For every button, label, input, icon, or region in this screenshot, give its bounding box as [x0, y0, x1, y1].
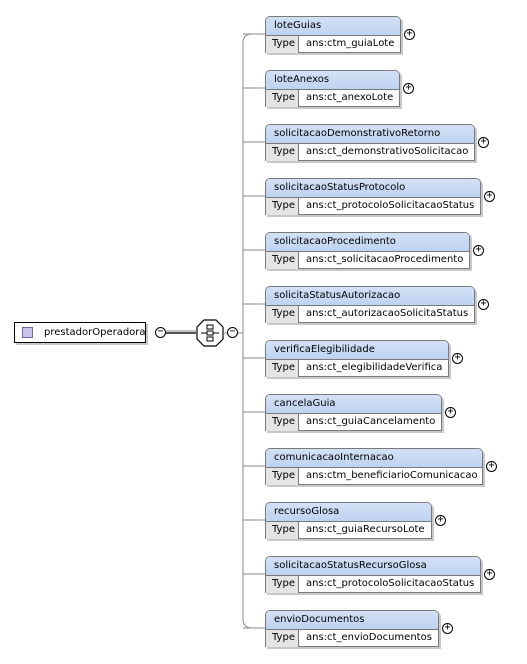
type-value: ans:ct_solicitacaoProcedimento	[306, 254, 464, 265]
expand-toggle-icon[interactable]: +	[442, 623, 453, 634]
child-element-type-row: Type ans:ct_demonstrativoSolicitacao	[266, 144, 474, 161]
type-value: ans:ct_guiaRecursoLote	[306, 524, 425, 535]
type-key-label: Type	[266, 144, 299, 161]
type-value: ans:ct_protocoloSolicitacaoStatus	[306, 578, 475, 589]
child-element-type-row: Type ans:ct_elegibilidadeVerifica	[266, 360, 448, 377]
type-value: ans:ct_envioDocumentos	[306, 632, 432, 643]
child-element-type-row: Type ans:ctm_guiaLote	[266, 36, 400, 53]
expand-toggle-icon[interactable]: +	[484, 191, 495, 202]
expand-toggle-icon[interactable]: +	[484, 569, 495, 580]
type-value: ans:ctm_beneficiarioComunicacao	[306, 470, 478, 481]
expand-toggle-icon[interactable]: +	[478, 299, 489, 310]
child-element-type-row: Type ans:ct_guiaCancelamento	[266, 414, 441, 431]
child-element-name: solicitacaoStatusRecursoGlosa	[266, 557, 480, 576]
root-element-box[interactable]: prestadorOperadora	[14, 322, 146, 343]
expand-toggle-icon[interactable]: +	[435, 515, 446, 526]
type-value: ans:ct_guiaCancelamento	[306, 416, 436, 427]
expand-toggle-icon[interactable]: +	[478, 137, 489, 148]
child-element-type-row: Type ans:ct_solicitacaoProcedimento	[266, 252, 469, 269]
type-value: ans:ct_demonstrativoSolicitacao	[306, 146, 469, 157]
child-element-type-row: Type ans:ct_anexoLote	[266, 90, 399, 107]
type-key-label: Type	[266, 36, 299, 53]
root-element-name: prestadorOperadora	[44, 327, 146, 338]
child-element-type-row: Type ans:ct_envioDocumentos	[266, 630, 438, 647]
expand-toggle-icon[interactable]: +	[404, 29, 415, 40]
child-element-name: envioDocumentos	[266, 611, 438, 630]
child-element-name: cancelaGuia	[266, 395, 441, 414]
element-icon	[22, 327, 33, 338]
child-element-name: solicitacaoStatusProtocolo	[266, 179, 480, 198]
expand-toggle-icon[interactable]: +	[473, 245, 484, 256]
type-key-label: Type	[266, 522, 299, 539]
type-value: ans:ct_elegibilidadeVerifica	[306, 362, 443, 373]
expand-toggle-icon[interactable]: +	[452, 353, 463, 364]
child-element-name: solicitacaoProcedimento	[266, 233, 469, 252]
type-key-label: Type	[266, 630, 299, 647]
root-collapse-toggle-icon[interactable]: −	[155, 327, 166, 338]
sequence-collapse-toggle-icon[interactable]: −	[227, 327, 238, 338]
child-element-type-row: Type ans:ct_guiaRecursoLote	[266, 522, 431, 539]
type-key-label: Type	[266, 306, 299, 323]
type-value: ans:ctm_guiaLote	[306, 38, 395, 49]
child-element-type-row: Type ans:ct_protocoloSolicitacaoStatus	[266, 198, 480, 215]
type-key-label: Type	[266, 90, 299, 107]
child-element-type-row: Type ans:ctm_beneficiarioComunicacao	[266, 468, 482, 485]
child-element-type-row: Type ans:ct_autorizacaoSolicitaStatus	[266, 306, 474, 323]
type-key-label: Type	[266, 468, 299, 485]
child-element-name: solicitacaoDemonstrativoRetorno	[266, 125, 474, 144]
child-element-name: verificaElegibilidade	[266, 341, 448, 360]
expand-toggle-icon[interactable]: +	[445, 407, 456, 418]
type-key-label: Type	[266, 252, 299, 269]
child-element-name: loteAnexos	[266, 71, 399, 90]
child-element-name: solicitaStatusAutorizacao	[266, 287, 474, 306]
type-key-label: Type	[266, 360, 299, 377]
type-key-label: Type	[266, 414, 299, 431]
sequence-compositor-icon[interactable]	[196, 319, 224, 347]
child-element-name: recursoGlosa	[266, 503, 431, 522]
expand-toggle-icon[interactable]: +	[403, 83, 414, 94]
type-value: ans:ct_protocoloSolicitacaoStatus	[306, 200, 475, 211]
type-value: ans:ct_anexoLote	[306, 92, 394, 103]
child-element-name: loteGuias	[266, 17, 400, 36]
type-key-label: Type	[266, 198, 299, 215]
child-element-name: comunicacaoInternacao	[266, 449, 482, 468]
type-value: ans:ct_autorizacaoSolicitaStatus	[306, 308, 469, 319]
child-element-type-row: Type ans:ct_protocoloSolicitacaoStatus	[266, 576, 480, 593]
expand-toggle-icon[interactable]: +	[486, 461, 497, 472]
type-key-label: Type	[266, 576, 299, 593]
